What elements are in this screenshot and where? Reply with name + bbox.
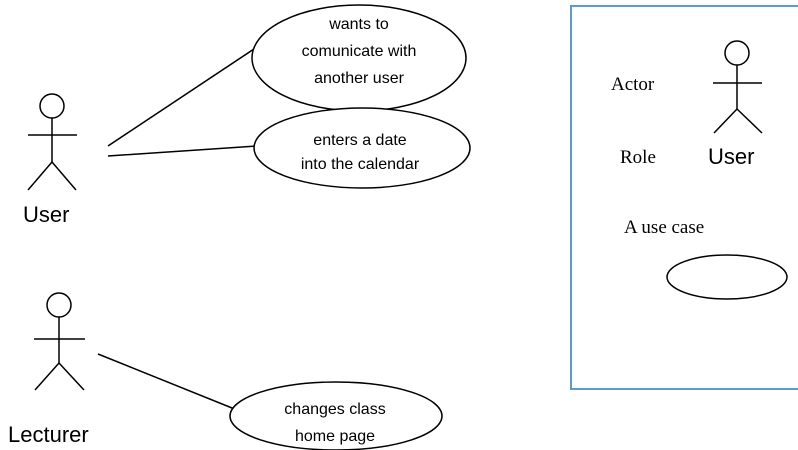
stick-figure-icon [27,93,77,191]
legend-actor-label: Actor [611,74,655,95]
use-case-text: another user [314,70,405,87]
actor-user[interactable]: User [23,93,77,227]
legend-use-case-label: A use case [624,217,704,238]
stick-figure-icon [713,40,763,134]
legend-use-case-ellipse [666,254,788,300]
actor-user-label: User [23,202,69,227]
use-case-text: changes class [284,401,385,418]
actor-lecturer[interactable]: Lecturer [8,292,89,447]
actor-lecturer-label: Lecturer [8,422,89,447]
legend-panel: Actor Role User A use case [570,5,798,390]
use-case-text: comunicate with [302,43,417,60]
legend-role-label: Role [620,147,656,168]
association-lecturer-homepage [97,353,238,411]
stick-figure-icon [34,292,85,391]
use-case-homepage[interactable]: changes class home page [229,381,443,450]
use-case-text: wants to [328,16,389,33]
association-user-communicate [107,44,261,147]
legend-role-example: User [708,144,754,169]
use-case-communicate[interactable]: wants to comunicate with another user [251,4,467,112]
association-user-calendar [107,145,258,157]
use-case-text: enters a date [313,132,407,149]
use-case-calendar[interactable]: enters a date into the calendar [253,107,471,189]
use-case-text: into the calendar [301,156,420,173]
use-case-text: home page [295,428,375,445]
legend-border [570,5,798,390]
